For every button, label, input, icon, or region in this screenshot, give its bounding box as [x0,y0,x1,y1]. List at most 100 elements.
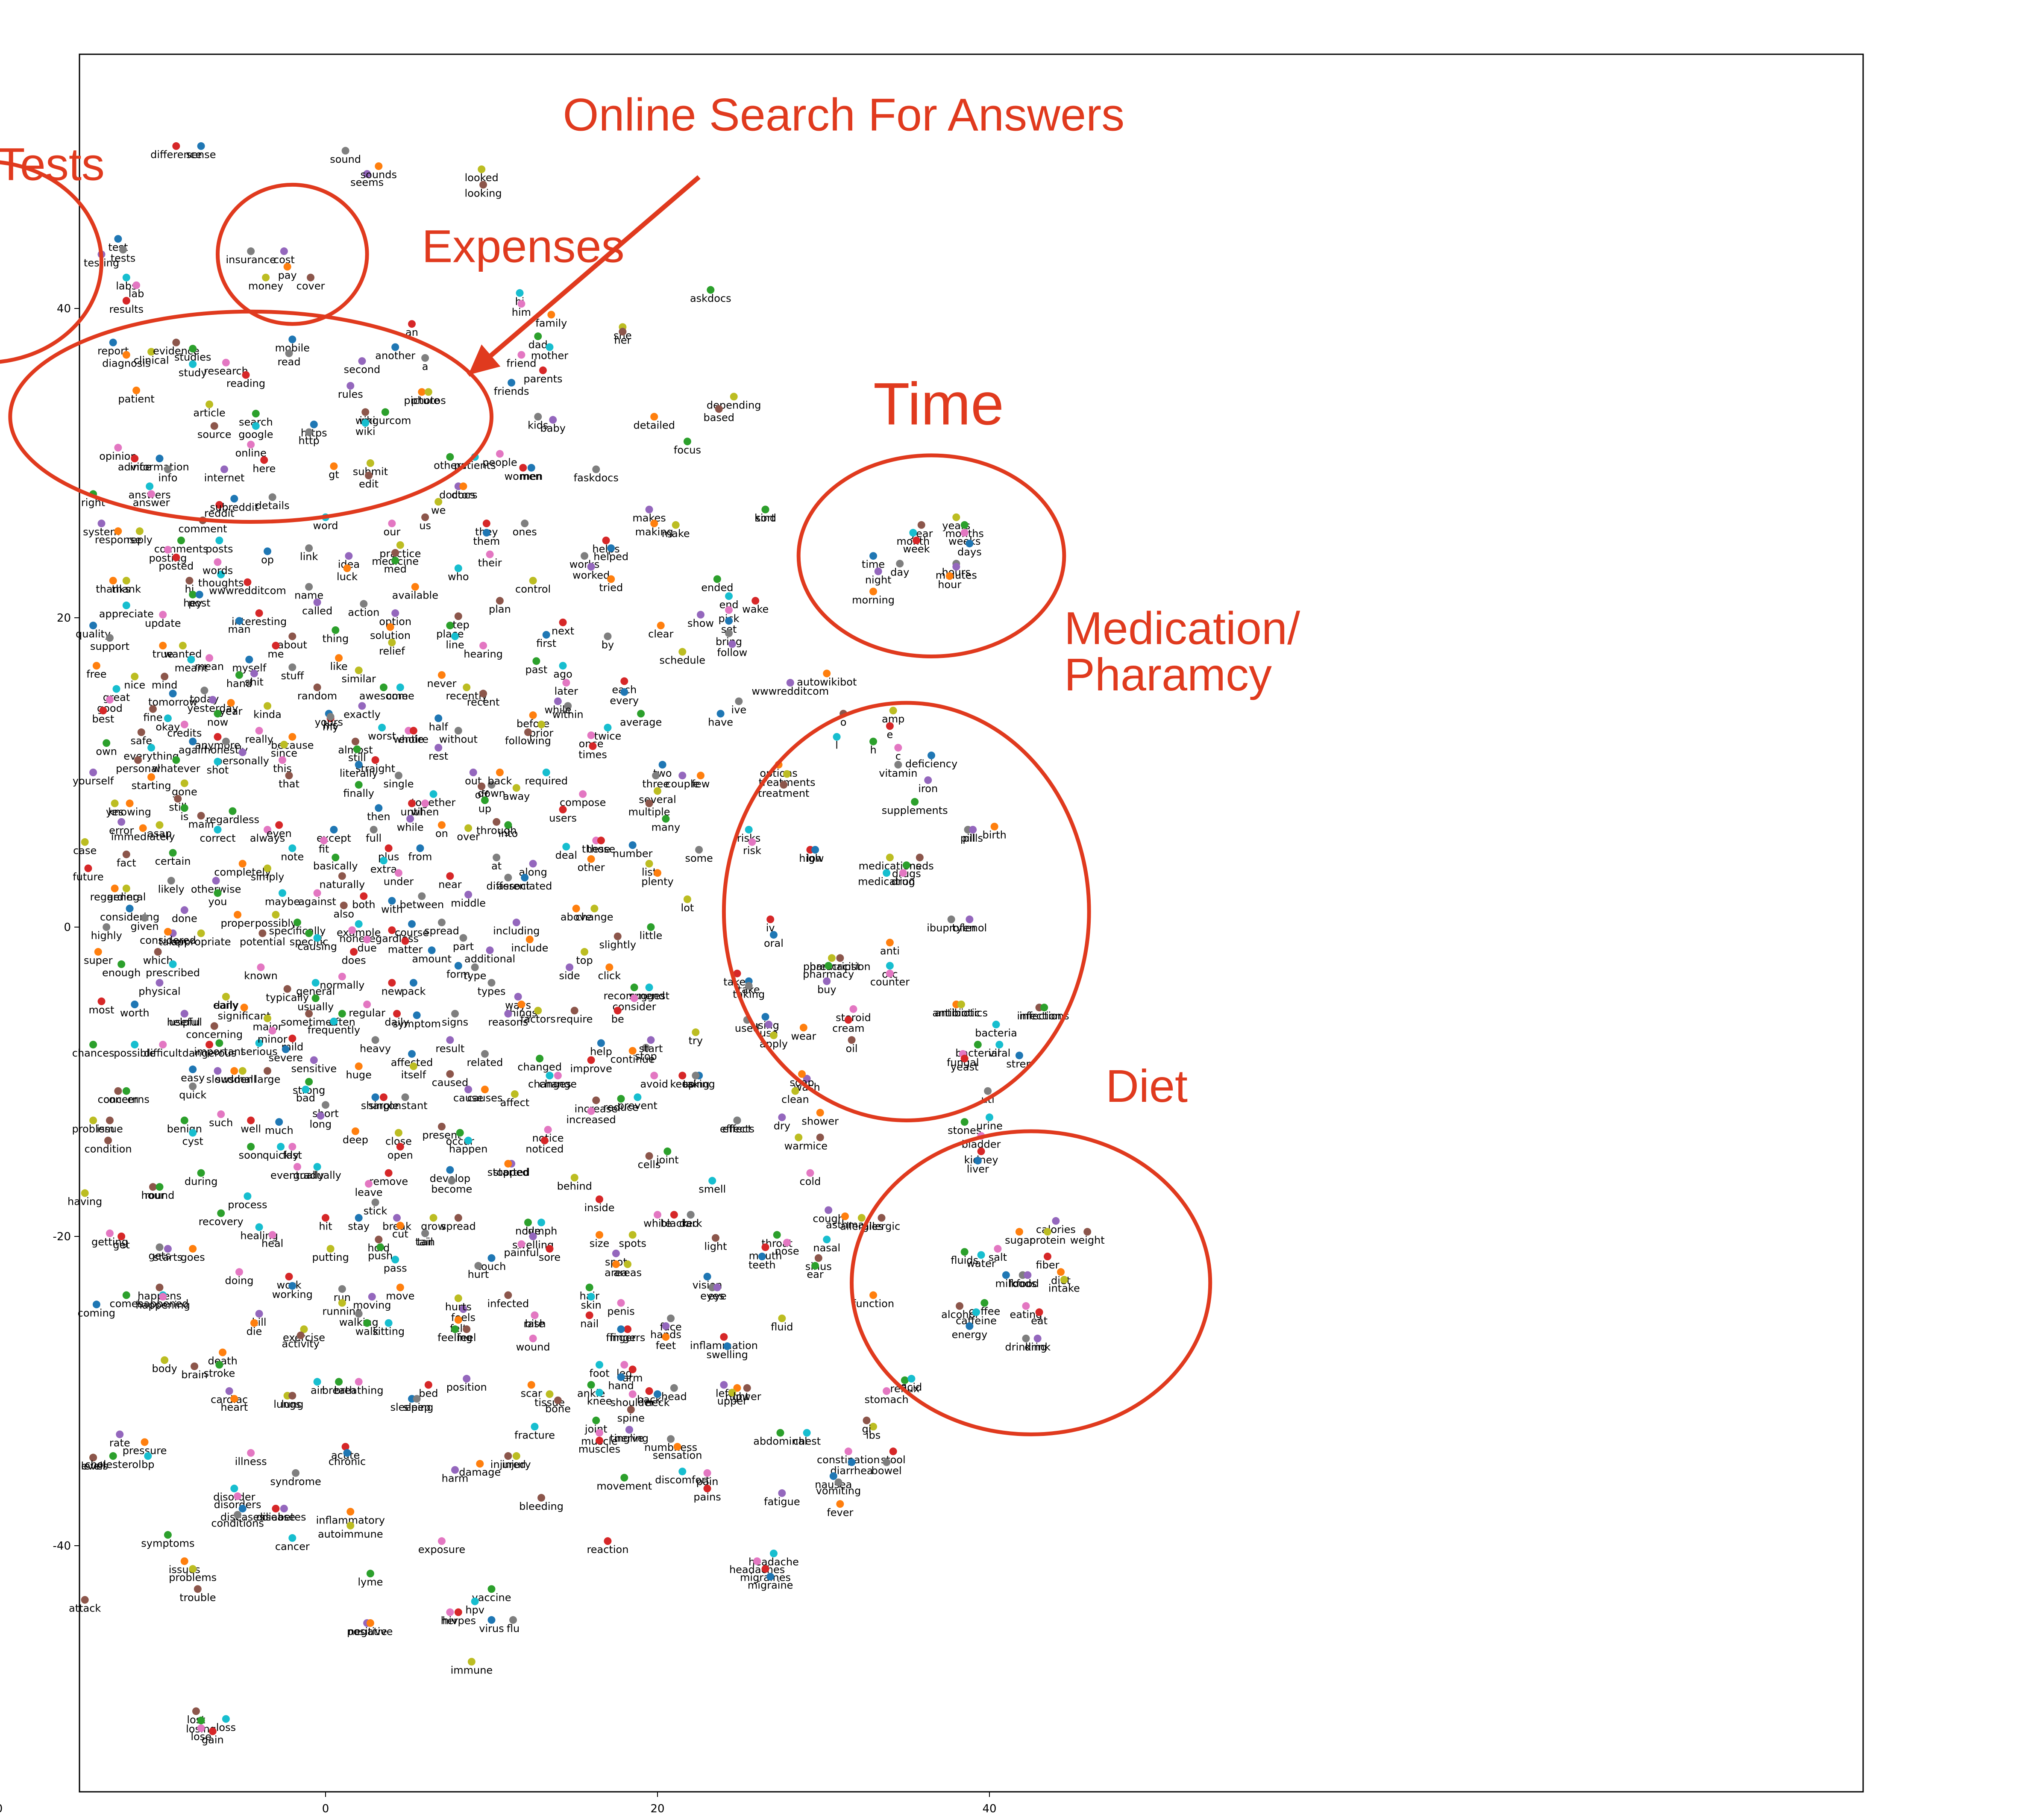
data-point [169,849,177,857]
data-point [1043,1228,1051,1236]
point-label: several [639,793,676,805]
data-point [247,247,255,255]
data-point [322,1101,329,1109]
data-point [189,737,197,746]
data-point [451,1325,459,1333]
point-label: rest [429,750,448,762]
data-point [590,904,599,913]
point-label: average [620,716,662,728]
point-label: buy [817,984,837,996]
data-point [283,985,291,993]
point-label: physical [138,985,180,997]
data-point [187,655,195,663]
point-label: remove [369,1176,408,1188]
point-label: benign [167,1123,202,1135]
data-point [172,553,180,561]
data-point [841,1212,849,1220]
data-point [683,437,691,446]
data-point [748,838,756,846]
point-label: tail [417,1236,433,1248]
point-label: bowel [872,1465,902,1477]
data-point [84,864,92,872]
point-label: proper [221,917,255,929]
point-label: above [561,911,592,923]
point-label: continue [611,1054,655,1066]
data-point [454,1608,462,1616]
point-label: liver [967,1163,989,1175]
data-point [990,822,998,831]
point-label: using [682,1078,710,1090]
data-point [180,1557,188,1565]
point-label: own [96,746,117,757]
point-label: stomach [865,1394,909,1406]
point-label: makes [632,512,666,524]
point-label: headaches [729,1564,785,1576]
data-point [117,818,126,826]
point-label: warm [784,1140,813,1152]
point-label: fiber [1036,1259,1059,1271]
data-point [156,455,164,463]
data-point [215,1361,223,1369]
data-point [645,505,653,514]
data-point [156,821,164,829]
point-label: friends [494,385,529,397]
data-point [355,920,363,928]
data-point [252,422,260,430]
data-point [628,1231,637,1239]
point-label: exposure [418,1544,465,1556]
data-point [570,1174,578,1182]
point-label: dark [679,1217,702,1229]
point-label: bp [141,1459,154,1471]
data-point [421,354,429,362]
point-label: known [244,970,278,982]
data-point [230,495,238,503]
data-point [208,696,217,704]
point-label: hurt [468,1268,489,1280]
point-label: action [348,606,379,618]
cluster-ellipse [8,309,493,524]
point-label: men [520,470,543,482]
point-label: heavy [360,1042,391,1054]
point-label: these [582,843,611,855]
point-label: autowikibot [797,676,857,688]
data-point [285,772,293,780]
data-point [144,1452,152,1460]
data-point [424,388,432,396]
point-label: air [311,1384,324,1396]
point-label: lungs [273,1398,301,1410]
data-point [902,861,910,869]
data-point [288,1143,296,1151]
data-point [360,892,368,900]
data-point [353,745,361,753]
point-label: stick [364,1205,387,1217]
data-point [945,572,954,580]
point-label: ear [807,1268,823,1280]
point-label: happen [449,1143,487,1155]
point-label: highly [91,930,122,942]
data-point [92,662,100,670]
point-label: foods [1009,1278,1037,1290]
data-point [317,1112,325,1120]
point-label: bacteria [975,1027,1017,1039]
data-point [745,825,753,834]
point-label: top [576,954,593,966]
data-point [169,960,177,968]
data-point [366,1570,374,1578]
data-point [106,634,114,642]
data-point [917,521,925,529]
point-label: change [539,1078,577,1090]
point-label: considered [140,934,196,946]
data-point [212,877,220,885]
point-label: likely [158,883,185,895]
data-point [463,1325,471,1333]
data-point [217,1110,225,1118]
point-label: middle [451,897,486,909]
point-label: family [535,317,567,329]
point-label: pains [693,1491,721,1503]
point-label: minutes [936,569,977,581]
point-label: here [252,463,276,475]
data-point [1033,1334,1042,1342]
data-point [836,1500,844,1508]
point-label: weight [1070,1234,1105,1246]
data-point [131,1041,139,1049]
